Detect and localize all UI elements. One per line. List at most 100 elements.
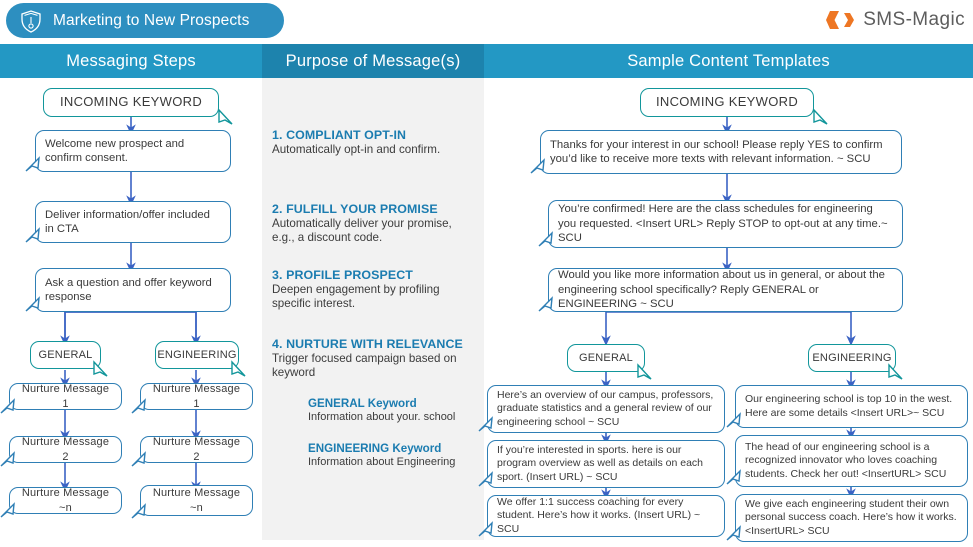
purpose-panel-background [262, 78, 484, 540]
brand-logo: SMS-Magic [826, 9, 965, 31]
right-engineering-template-1-text: Our engineering school is top 10 in the … [745, 393, 953, 419]
bubble-tail-icon [218, 108, 233, 125]
purpose-subitem-engineering-body: Information about Engineering [308, 456, 456, 468]
left-branch-engineering-label: ENGINEERING [157, 348, 237, 361]
right-incoming-keyword-bubble: INCOMING KEYWORD [640, 88, 828, 125]
column-header-right-label: Sample Content Templates [627, 51, 830, 70]
bubble-tail-icon [478, 416, 493, 432]
bubble-tail-icon [726, 412, 741, 428]
left-step-3-text: Ask a question and offer keyword respons… [45, 276, 212, 303]
bubble-tail-icon [726, 525, 741, 541]
left-incoming-keyword-bubble: INCOMING KEYWORD [43, 88, 233, 125]
left-general-nurture-3: Nurture Message ~n [0, 487, 122, 518]
purpose-item-3-heading: 3. PROFILE PROSPECT [272, 268, 413, 282]
bubble-tail-icon [25, 227, 40, 243]
column-header-middle-label: Purpose of Message(s) [285, 51, 461, 70]
bubble-tail-icon [726, 469, 741, 485]
purpose-item-1: 1. COMPLIANT OPT-IN Automatically opt-in… [272, 128, 477, 157]
left-branch-engineering: ENGINEERING [155, 341, 246, 377]
bubble-tail-icon [538, 296, 553, 312]
purpose-item-3-body: Deepen engagement by profiling specific … [272, 283, 440, 311]
purpose-item-4: 4. NURTURE WITH RELEVANCE Trigger focuse… [272, 337, 477, 381]
bubble-tail-icon [637, 363, 652, 380]
right-branch-general: GENERAL [567, 344, 652, 380]
bubble-tail-icon [131, 398, 146, 414]
right-engineering-template-1: Our engineering school is top 10 in the … [726, 385, 968, 428]
right-template-bubble-3: Would you like more information about us… [538, 268, 903, 312]
page-title: Marketing to New Prospects [53, 11, 250, 29]
top-bar: Marketing to New Prospects SMS-Magic [0, 0, 973, 44]
right-general-template-2: If you’re interested in sports. here is … [478, 440, 725, 488]
bubble-tail-icon [131, 503, 146, 519]
left-incoming-keyword-label: INCOMING KEYWORD [59, 94, 203, 110]
column-header-purpose: Purpose of Message(s) [262, 44, 484, 78]
shield-crest-icon [21, 9, 41, 33]
bubble-tail-icon [93, 360, 108, 377]
left-general-nurture-1: Nurture Message 1 [0, 383, 122, 414]
bubble-tail-icon [0, 398, 15, 414]
column-header-templates: Sample Content Templates [484, 44, 973, 78]
left-branch-general: GENERAL [30, 341, 108, 377]
purpose-subitem-general: GENERAL Keyword Information about your. … [308, 397, 480, 425]
left-general-nurture-1-label: Nurture Message 1 [21, 383, 110, 410]
right-branch-engineering-label: ENGINEERING [812, 351, 892, 364]
left-step-2-text: Deliver information/offer included in CT… [45, 208, 210, 235]
right-engineering-template-3-text: We give each engineering student their o… [745, 497, 957, 537]
purpose-item-2: 2. FULFILL YOUR PROMISE Automatically de… [272, 202, 477, 246]
right-template-3-text: Would you like more information about us… [558, 269, 885, 311]
purpose-item-1-heading: 1. COMPLIANT OPT-IN [272, 128, 407, 142]
purpose-subitem-general-body: Information about your. school [308, 411, 456, 423]
sms-magic-logo-icon [826, 11, 855, 29]
purpose-item-4-heading: 4. NURTURE WITH RELEVANCE [272, 337, 463, 351]
bubble-tail-icon [0, 502, 15, 518]
right-general-template-1-text: Here’s an overview of our campus, profes… [497, 388, 714, 428]
right-engineering-template-3: We give each engineering student their o… [726, 494, 968, 542]
page-title-pill: Marketing to New Prospects [6, 3, 284, 38]
left-general-nurture-2-label: Nurture Message 2 [21, 436, 110, 463]
right-engineering-template-2-text: The head of our engineering school is a … [745, 440, 947, 480]
brand-name: SMS-Magic [863, 9, 965, 30]
left-engineering-nurture-1-label: Nurture Message 1 [152, 383, 241, 410]
bubble-tail-icon [813, 108, 828, 125]
right-template-1-text: Thanks for your interest in our school! … [550, 138, 883, 165]
left-engineering-nurture-2-label: Nurture Message 2 [152, 436, 241, 463]
bubble-tail-icon [0, 451, 15, 467]
purpose-item-3: 3. PROFILE PROSPECT Deepen engagement by… [272, 268, 477, 312]
right-general-template-3: We offer 1:1 success coaching for every … [478, 495, 725, 537]
purpose-item-4-body: Trigger focused campaign based on keywor… [272, 352, 457, 380]
bubble-tail-icon [888, 363, 903, 380]
purpose-item-2-body: Automatically deliver your promise, e.g.… [272, 217, 452, 245]
bubble-tail-icon [478, 471, 493, 487]
right-incoming-keyword-label: INCOMING KEYWORD [655, 94, 799, 110]
bubble-tail-icon [131, 451, 146, 467]
right-general-template-1: Here’s an overview of our campus, profes… [478, 385, 725, 433]
left-engineering-nurture-1: Nurture Message 1 [131, 383, 253, 414]
left-general-nurture-2: Nurture Message 2 [0, 436, 122, 467]
bubble-tail-icon [25, 156, 40, 172]
right-general-template-2-text: If you’re interested in sports. here is … [497, 443, 704, 483]
right-template-bubble-1: Thanks for your interest in our school! … [530, 130, 902, 174]
purpose-item-2-heading: 2. FULFILL YOUR PROMISE [272, 202, 438, 216]
right-engineering-template-2: The head of our engineering school is a … [726, 435, 968, 487]
purpose-subitem-engineering-heading: ENGINEERING Keyword [308, 442, 442, 455]
right-template-2-text: You’re confirmed! Here are the class sch… [558, 203, 888, 245]
bubble-tail-icon [25, 296, 40, 312]
left-engineering-nurture-3: Nurture Message ~n [131, 485, 253, 519]
purpose-subitem-engineering: ENGINEERING Keyword Information about En… [308, 442, 480, 470]
right-general-template-3-text: We offer 1:1 success coaching for every … [497, 495, 701, 535]
right-branch-general-label: GENERAL [579, 351, 633, 364]
right-template-bubble-2: You’re confirmed! Here are the class sch… [538, 200, 903, 248]
left-step-bubble-2: Deliver information/offer included in CT… [25, 201, 231, 243]
column-header-messaging-steps: Messaging Steps [0, 44, 262, 78]
right-branch-engineering: ENGINEERING [808, 344, 903, 380]
left-step-bubble-1: Welcome new prospect and confirm consent… [25, 130, 231, 172]
bubble-tail-icon [231, 360, 246, 377]
left-branch-general-label: GENERAL [38, 348, 93, 361]
purpose-subitem-general-heading: GENERAL Keyword [308, 397, 417, 410]
left-step-bubble-3: Ask a question and offer keyword respons… [25, 268, 231, 312]
left-general-nurture-3-label: Nurture Message ~n [21, 487, 110, 514]
left-step-1-text: Welcome new prospect and confirm consent… [45, 137, 185, 164]
bubble-tail-icon [538, 231, 553, 247]
left-engineering-nurture-3-label: Nurture Message ~n [152, 487, 241, 514]
left-engineering-nurture-2: Nurture Message 2 [131, 436, 253, 467]
